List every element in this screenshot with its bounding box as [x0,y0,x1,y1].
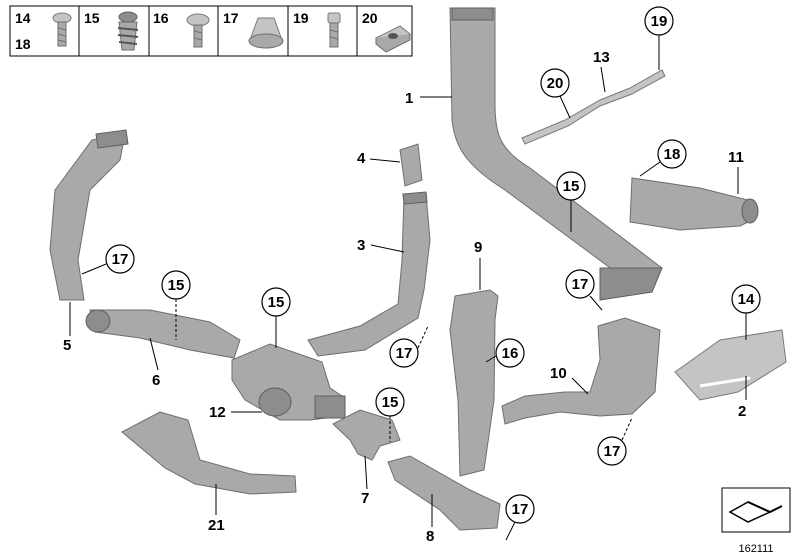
floor-duct [387,455,501,531]
circled-15-main-duct: 15 [563,178,580,195]
hardware-label-17: 17 [223,10,239,26]
circled-14: 14 [738,291,755,308]
hardware-label-19: 19 [293,10,309,26]
circled-18: 18 [664,146,681,163]
callout-3: 3 [357,237,365,254]
callout-5: 5 [63,337,71,354]
view-direction-icon [728,501,783,523]
main-air-duct [449,7,663,301]
hardware-label-15: 15 [84,10,100,26]
rear-duct [121,411,297,495]
circled-20: 20 [547,75,564,92]
hardware-strip: 14 18 15 16 17 19 [9,5,413,57]
clip-nut-icon [375,25,411,53]
callout-2: 2 [738,403,746,420]
hardware-label-18: 18 [15,36,31,52]
tall-duct [449,289,499,477]
callout-11: 11 [728,149,744,166]
circled-17-main-duct: 17 [572,276,589,293]
circled-17-floor-duct: 17 [512,501,529,518]
callout-4: 4 [357,150,366,167]
left-vertical-duct [49,129,129,301]
blower-unit [231,343,346,421]
collar-nut-icon [248,17,284,49]
callout-6: 6 [152,372,160,389]
callout-1: 1 [405,90,413,107]
circled-16: 16 [502,345,519,362]
circled-15-blower: 15 [268,294,285,311]
hardware-label-16: 16 [153,10,169,26]
callout-12: 12 [209,404,226,421]
footwell-duct [307,191,431,357]
circled-15-elbow: 15 [382,394,399,411]
callout-10: 10 [550,365,567,382]
circled-17-left-duct: 17 [112,251,129,268]
bolt-icon [327,12,341,48]
circled-19: 19 [651,13,668,30]
circled-callouts: 19 20 18 15 14 17 15 15 17 16 [81,6,761,541]
callout-21: 21 [208,517,225,534]
screw-icon [52,12,72,47]
circled-15-center-duct: 15 [168,277,185,294]
callout-13: 13 [593,49,610,66]
center-duct [85,309,241,359]
callouts: 1 2 3 4 5 6 7 8 9 10 11 12 13 [63,49,747,545]
small-cover [399,143,423,187]
expanding-nut-icon [117,11,139,51]
circled-17-footwell-duct: 17 [396,345,413,362]
callout-8: 8 [426,528,434,545]
hardware-label-14: 14 [15,10,31,26]
reference-number: 162111 [738,543,773,555]
side-duct [629,177,759,231]
rear-seat-duct [501,317,661,425]
circled-17-rear-seat-duct: 17 [604,443,621,460]
reference-box: 162111 [721,487,791,555]
hardware-label-20: 20 [362,10,378,26]
elbow-fitting [332,409,401,461]
callout-9: 9 [474,239,482,256]
trim-panel [674,329,787,401]
washer-screw-icon [186,13,210,48]
bracket [521,69,666,145]
hardware-strip-frame [9,5,413,57]
callout-7: 7 [361,490,369,507]
